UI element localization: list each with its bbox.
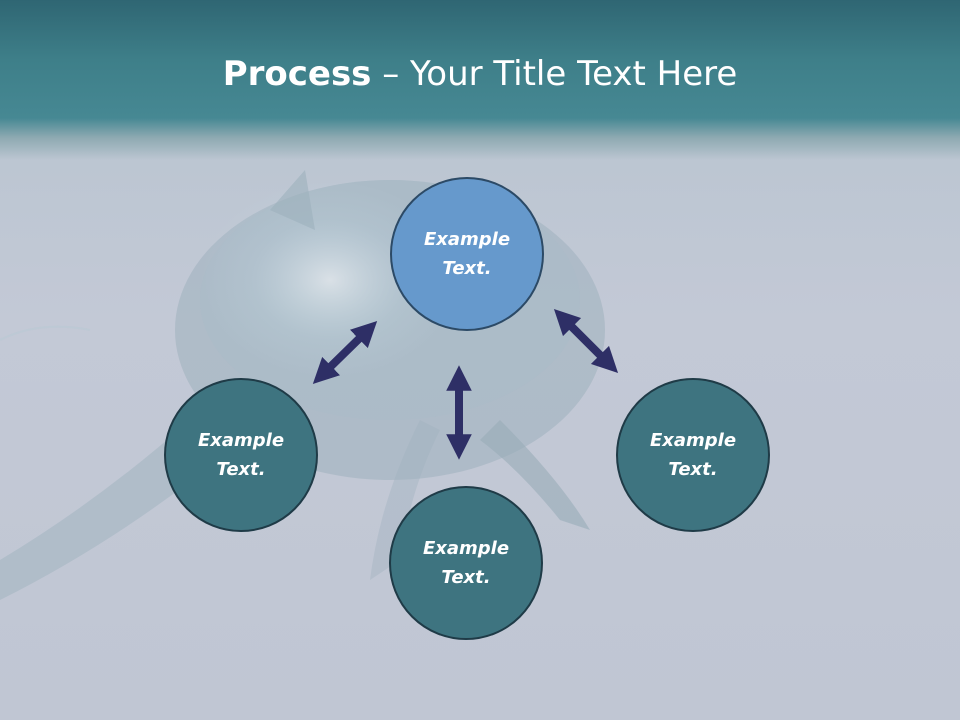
arrow-top-left	[312, 321, 378, 384]
process-node-left-text: Example Text.	[197, 430, 285, 480]
arrow-top-right	[553, 308, 619, 374]
slide-title: Process – Your Title Text Here	[0, 50, 960, 98]
process-node-right[interactable]: Example Text.	[616, 378, 770, 532]
slide-title-strong: Process	[222, 54, 372, 94]
slide-title-rest: – Your Title Text Here	[371, 54, 738, 94]
process-node-top[interactable]: Example Text.	[390, 177, 544, 331]
process-node-bottom-text: Example Text.	[422, 538, 510, 588]
process-node-bottom[interactable]: Example Text.	[389, 486, 543, 640]
process-node-left[interactable]: Example Text.	[164, 378, 318, 532]
process-node-top-text: Example Text.	[423, 229, 511, 279]
process-node-right-text: Example Text.	[649, 430, 737, 480]
